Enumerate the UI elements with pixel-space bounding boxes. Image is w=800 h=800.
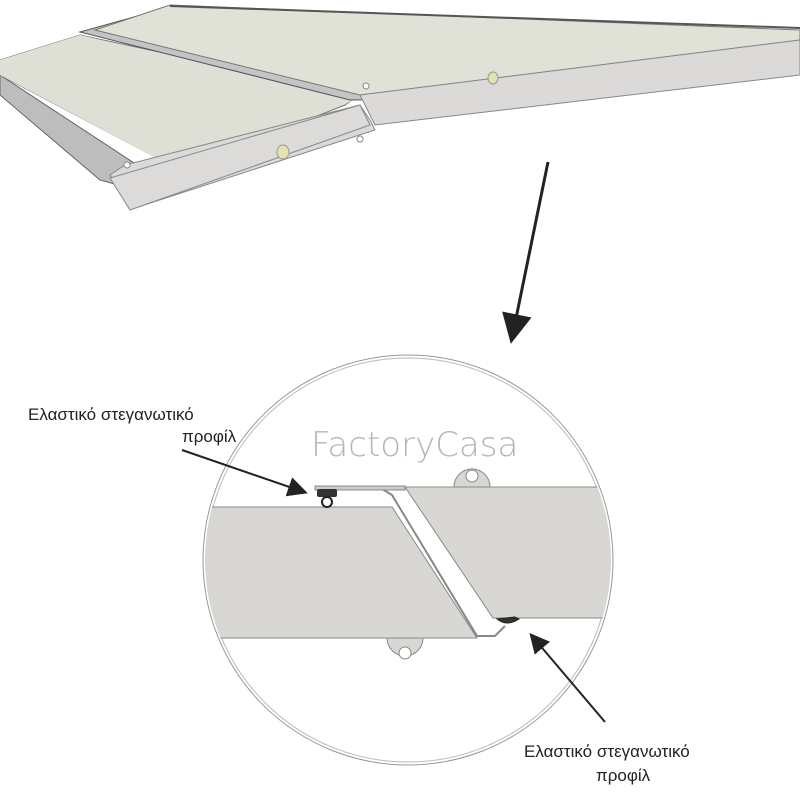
top-seal-arrow [181, 449, 308, 497]
detail-section-view [202, 354, 614, 766]
bottom-seal-arrow [529, 632, 606, 723]
fixing-tab [362, 82, 370, 90]
right-panel-top [93, 4, 800, 96]
bottom-seal-label-line1: Ελαστικό στεγανωτικό [524, 742, 690, 761]
top-seal-label-line1: Ελαστικό στεγανωτικό [28, 405, 194, 424]
panel-3d-view [0, 4, 800, 211]
fixing-cap [276, 144, 290, 160]
right-panel-front [359, 39, 800, 126]
fixing-tab [123, 161, 131, 169]
top-seal-label-line2: προφίλ [182, 427, 237, 446]
fixing-cap [487, 71, 499, 85]
left-panel-top-main [0, 35, 355, 168]
bottom-seal-profile [495, 616, 520, 624]
detail-pointer-arrow [502, 161, 550, 344]
watermark: FactoryCasa [311, 425, 518, 465]
top-seal-profile [317, 489, 337, 508]
left-panel-section [205, 506, 478, 639]
top-flashing [314, 485, 406, 491]
panel-front-lower [109, 104, 371, 211]
bottom-seal-label-line2: προφίλ [596, 766, 651, 785]
right-panel-section [404, 486, 611, 619]
fixing-tab [356, 135, 364, 143]
